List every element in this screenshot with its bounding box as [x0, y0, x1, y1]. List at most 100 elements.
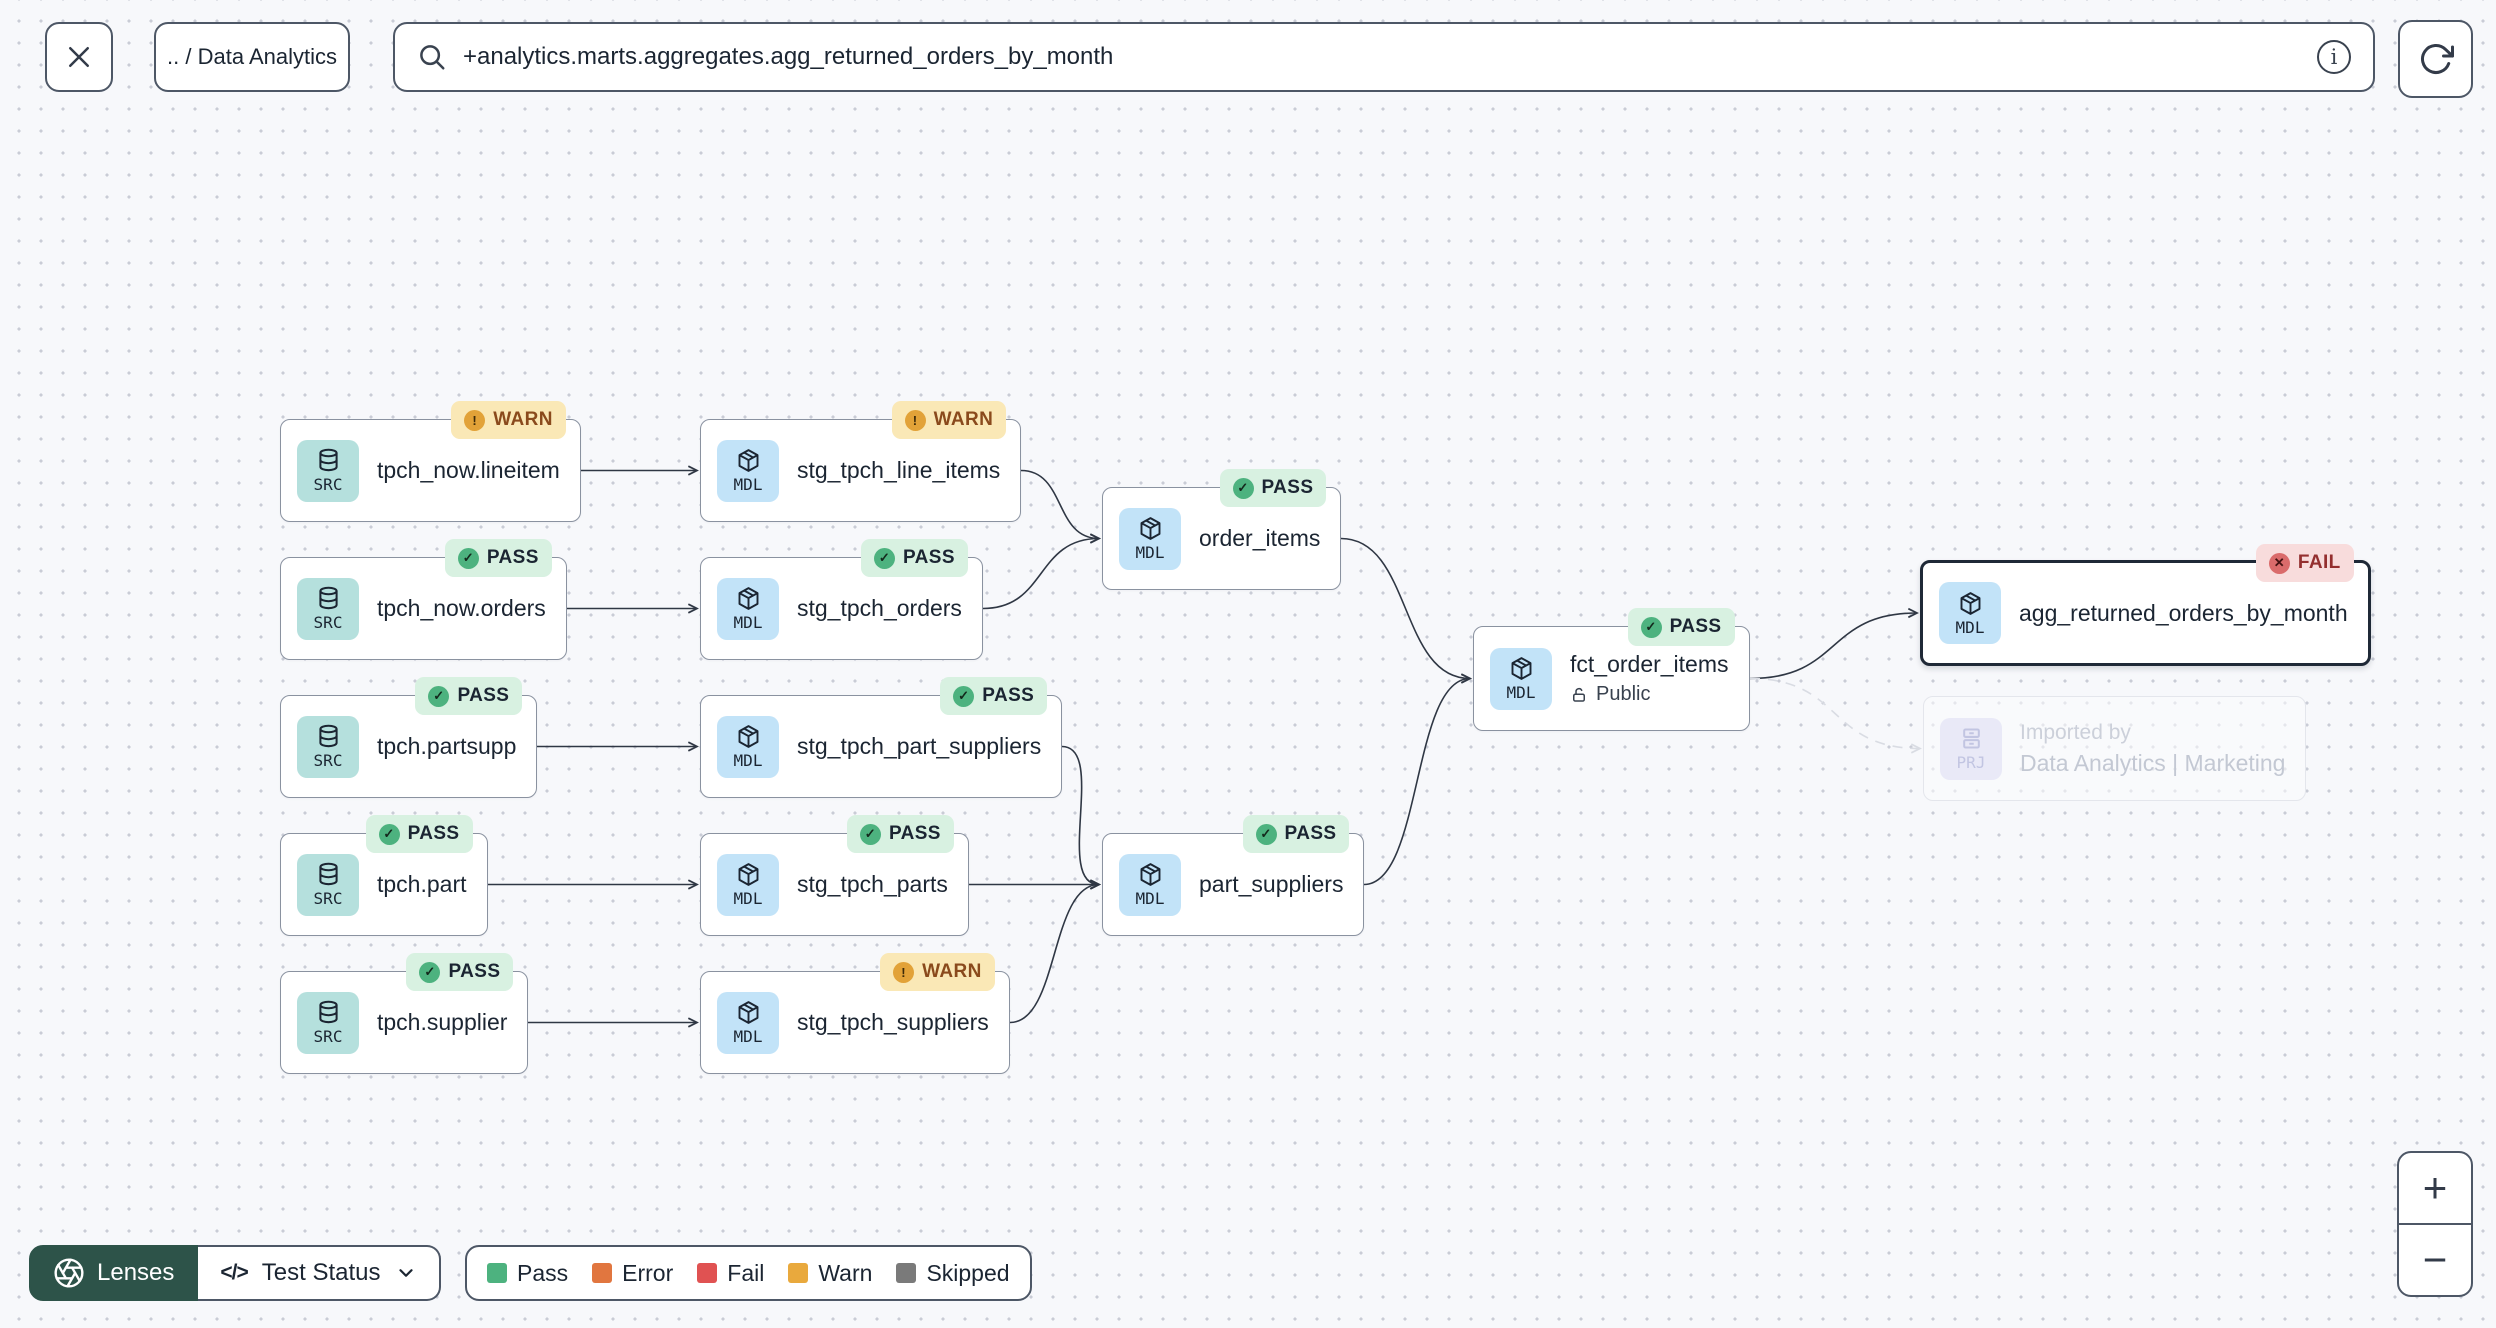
node-type-chip: PRJ [1940, 717, 2002, 780]
node-type-chip: MDL [717, 991, 779, 1054]
node-type-label: SRC [313, 751, 343, 770]
lenses-button[interactable]: Lenses [29, 1245, 199, 1301]
status-badge-label: PASS [1669, 616, 1722, 637]
node-label: agg_returned_orders_by_month [2019, 599, 2348, 626]
node-type-label: SRC [313, 1027, 343, 1046]
status-badge: !WARN [451, 401, 566, 439]
legend-label: Error [622, 1259, 674, 1286]
node-type-label: MDL [733, 1027, 763, 1046]
fail-icon: ✕ [2268, 552, 2290, 574]
legend-item-warn: Warn [788, 1260, 872, 1287]
warn-icon: ! [904, 409, 926, 431]
node-type-chip: MDL [1119, 507, 1181, 570]
status-badge: ✓ PASS [415, 677, 523, 715]
close-button[interactable] [45, 22, 113, 92]
status-badge-label: PASS [888, 823, 941, 844]
graph-node-tpch_now.lineitem[interactable]: SRC tpch_now.lineitem !WARN [280, 401, 581, 522]
cube-icon [1137, 861, 1164, 888]
node-label: tpch.part [377, 871, 467, 897]
search-icon [417, 42, 447, 72]
status-badge-label: PASS [448, 961, 501, 982]
node-label: tpch.partsupp [377, 733, 517, 759]
legend-label: Skipped [926, 1259, 1010, 1286]
zoom-in-button[interactable]: + [2399, 1153, 2471, 1225]
ghost-node-caption: Imported by [2020, 720, 2131, 744]
node-type-chip: SRC [297, 439, 359, 502]
legend-swatch-skipped [896, 1263, 917, 1283]
refresh-button[interactable] [2398, 20, 2473, 98]
active-lens-label: Test Status [261, 1259, 381, 1286]
node-type-chip: SRC [297, 577, 359, 640]
legend-swatch-warn [788, 1263, 809, 1283]
status-badge-label: FAIL [2297, 552, 2341, 573]
warn-icon: ! [893, 961, 915, 983]
node-type-chip: MDL [717, 439, 779, 502]
graph-node-stg_tpch_suppliers[interactable]: MDL stg_tpch_suppliers !WARN [700, 953, 1010, 1074]
node-type-label: MDL [1135, 543, 1165, 562]
pass-icon: ✓ [859, 823, 881, 845]
cube-icon [1957, 590, 1984, 617]
node-label: stg_tpch_suppliers [797, 1009, 989, 1035]
node-type-chip: MDL [717, 577, 779, 640]
legend-label: Pass [517, 1259, 569, 1286]
node-label: tpch.supplier [377, 1009, 508, 1035]
cube-icon [1137, 515, 1164, 542]
node-type-chip: SRC [297, 853, 359, 916]
legend-item-skipped: Skipped [896, 1259, 1010, 1287]
graph-node-tpch.partsupp[interactable]: SRC tpch.partsupp ✓ PASS [280, 677, 538, 798]
legend-label: Warn [818, 1259, 873, 1286]
status-badge: !WARN [880, 953, 995, 991]
node-type-label: SRC [313, 613, 343, 632]
info-icon[interactable]: i [2317, 40, 2351, 74]
search-input[interactable] [463, 43, 2301, 71]
refresh-icon [2418, 41, 2454, 77]
graph-node-part_suppliers[interactable]: MDL part_suppliers ✓PASS [1102, 815, 1365, 936]
node-label: stg_tpch_line_items [797, 457, 1001, 483]
lens-selector[interactable]: </> Test Status [198, 1245, 441, 1301]
chevron-down-icon [395, 1262, 417, 1284]
zoom-controls: + − [2397, 1151, 2473, 1297]
close-icon [64, 42, 94, 72]
cube-icon [735, 447, 762, 474]
node-label: fct_order_items [1570, 651, 1729, 677]
legend-swatch-fail [697, 1263, 718, 1283]
node-label: stg_tpch_orders [797, 595, 962, 621]
graph-node-stg_tpch_line_items[interactable]: MDL stg_tpch_line_items! WARN [700, 401, 1022, 522]
status-badge-label: PASS [903, 547, 955, 568]
warn-icon: ! [464, 409, 486, 431]
node-label: stg_tpch_parts [797, 871, 948, 897]
node-label: tpch_now.lineitem [377, 457, 560, 483]
zoom-out-button[interactable]: − [2422, 1236, 2448, 1283]
node-type-label: MDL [1135, 889, 1165, 908]
legend-item-error: Error [592, 1260, 673, 1287]
status-badge-label: PASS [982, 685, 1035, 706]
node-type-label: PRJ [1956, 753, 1986, 772]
graph-node-tpch.supplier[interactable]: SRC tpch.supplier ✓PASS [280, 953, 529, 1074]
node-type-label: MDL [733, 751, 763, 770]
node-type-chip: SRC [297, 991, 359, 1054]
node-label: part_suppliers [1199, 871, 1344, 897]
legend-item-pass: Pass [487, 1260, 568, 1287]
node-label: stg_tpch_part_suppliers [797, 733, 1042, 759]
status-badge: ✓PASS [1242, 815, 1350, 853]
graph-node-agg_returned_orders_by_month[interactable]: MDL agg_returned_orders_by_month ✕ FAIL [1920, 544, 2371, 666]
pass-icon: ✓ [428, 685, 450, 707]
status-badge-label: WARN [933, 409, 994, 430]
code-icon: </> [220, 1261, 248, 1284]
node-type-label: MDL [1506, 683, 1536, 702]
status-badge-label: PASS [457, 685, 510, 706]
cube-icon [735, 861, 762, 888]
node-type-label: MDL [1955, 617, 1985, 637]
breadcrumb[interactable]: .. / Data Analytics [154, 22, 350, 92]
status-badge: ✓PASS [406, 953, 514, 991]
status-badge: ✕ FAIL [2255, 544, 2354, 582]
